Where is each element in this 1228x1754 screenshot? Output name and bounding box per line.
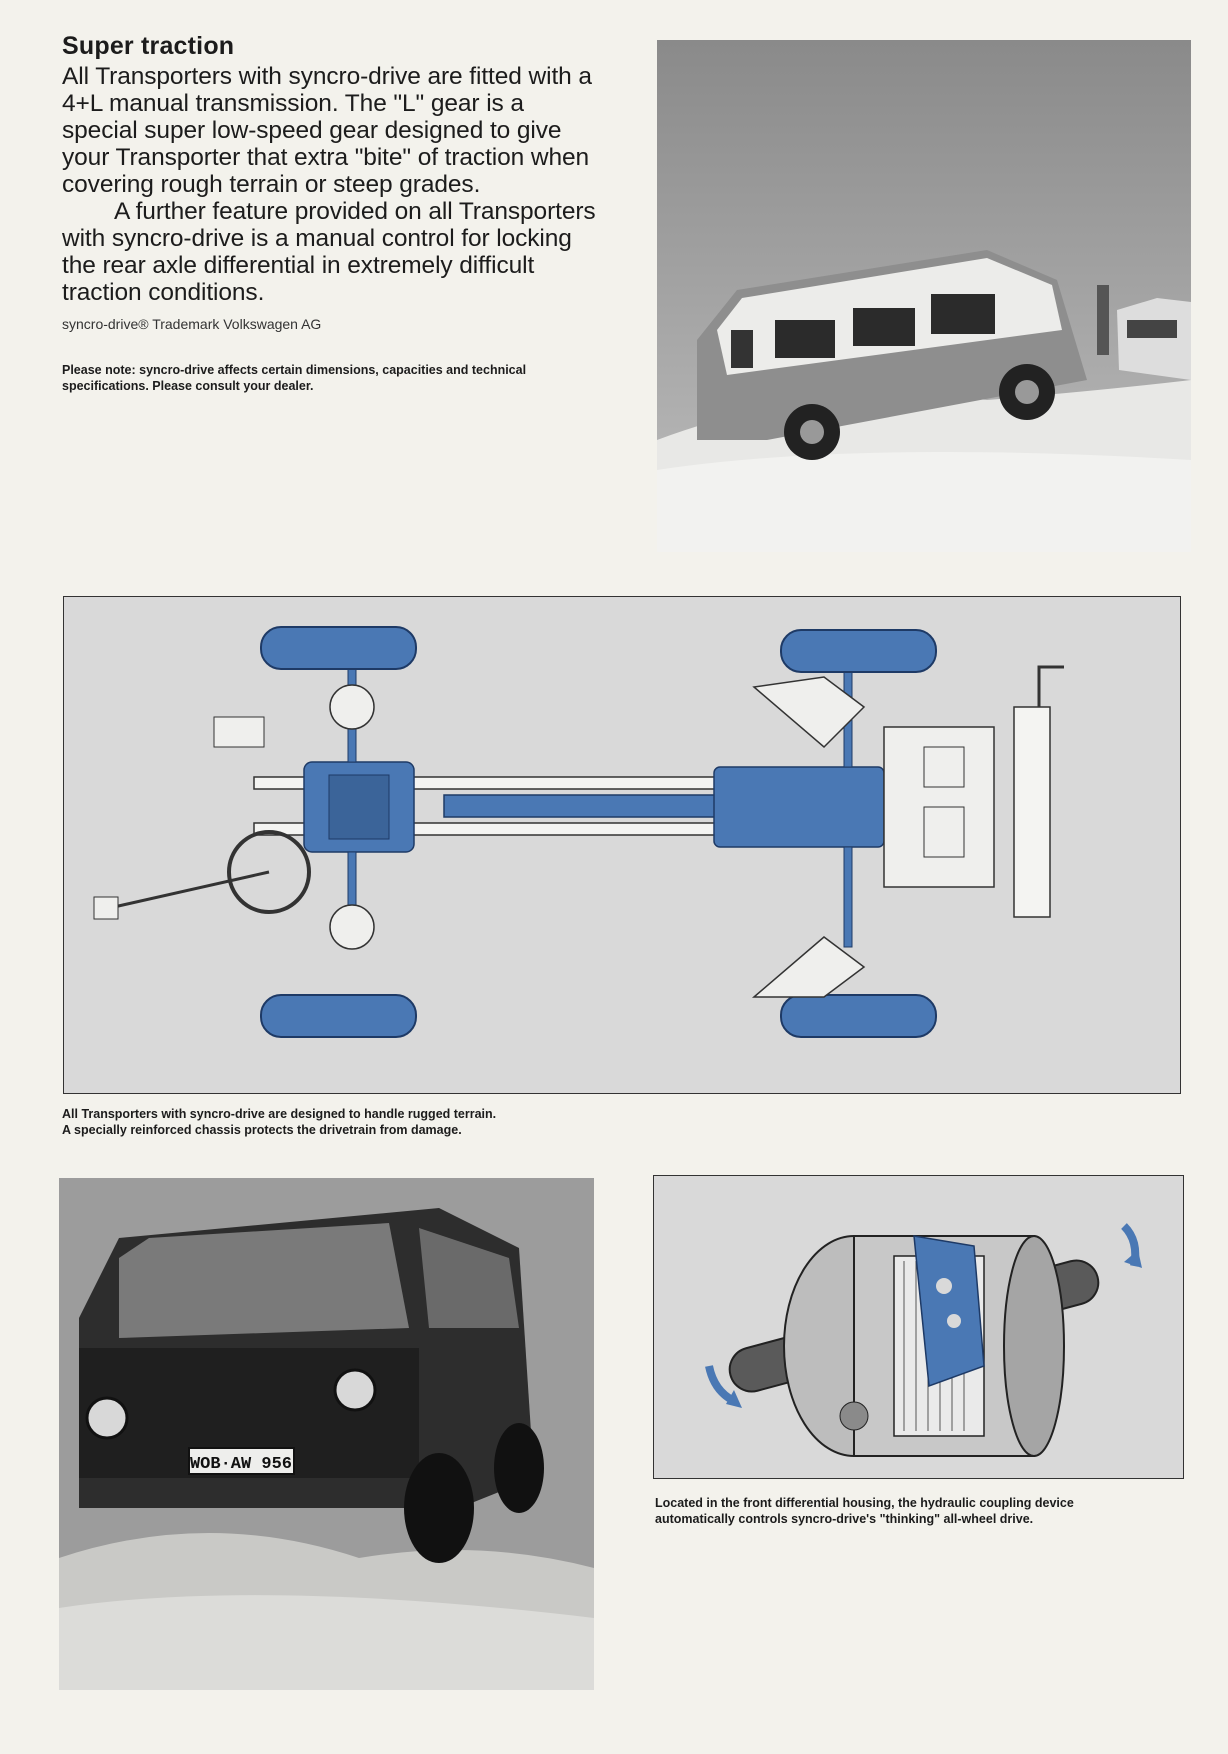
chassis-caption-line-2: A specially reinforced chassis protects …: [62, 1123, 462, 1137]
dealer-note: Please note: syncro-drive affects certai…: [62, 363, 527, 393]
coupling-caption-line-1: Located in the front differential housin…: [655, 1496, 1074, 1510]
chassis-diagram: [63, 596, 1181, 1094]
coupling-caption-line-2: automatically controls syncro-drive's "t…: [655, 1512, 1034, 1526]
license-plate-text: WOB·AW 956: [190, 1455, 292, 1474]
hydraulic-coupling-diagram: [653, 1175, 1184, 1479]
section-heading: Super traction: [62, 32, 235, 60]
van-in-mud-photo: WOB·AW 956: [59, 1178, 594, 1690]
trademark-note: syncro-drive® Trademark Volkswagen AG: [62, 316, 322, 332]
van-on-sand-photo: [657, 40, 1191, 552]
intro-paragraph-2: A further feature provided on all Transp…: [62, 198, 596, 306]
coupling-caption: Located in the front differential housin…: [655, 1495, 1215, 1527]
intro-paragraph-1: All Transporters with syncro-drive are f…: [62, 63, 592, 198]
chassis-caption: All Transporters with syncro-drive are d…: [62, 1106, 762, 1138]
chassis-caption-line-1: All Transporters with syncro-drive are d…: [62, 1107, 497, 1121]
intro-text-block: Super traction All Transporters with syn…: [62, 32, 602, 394]
